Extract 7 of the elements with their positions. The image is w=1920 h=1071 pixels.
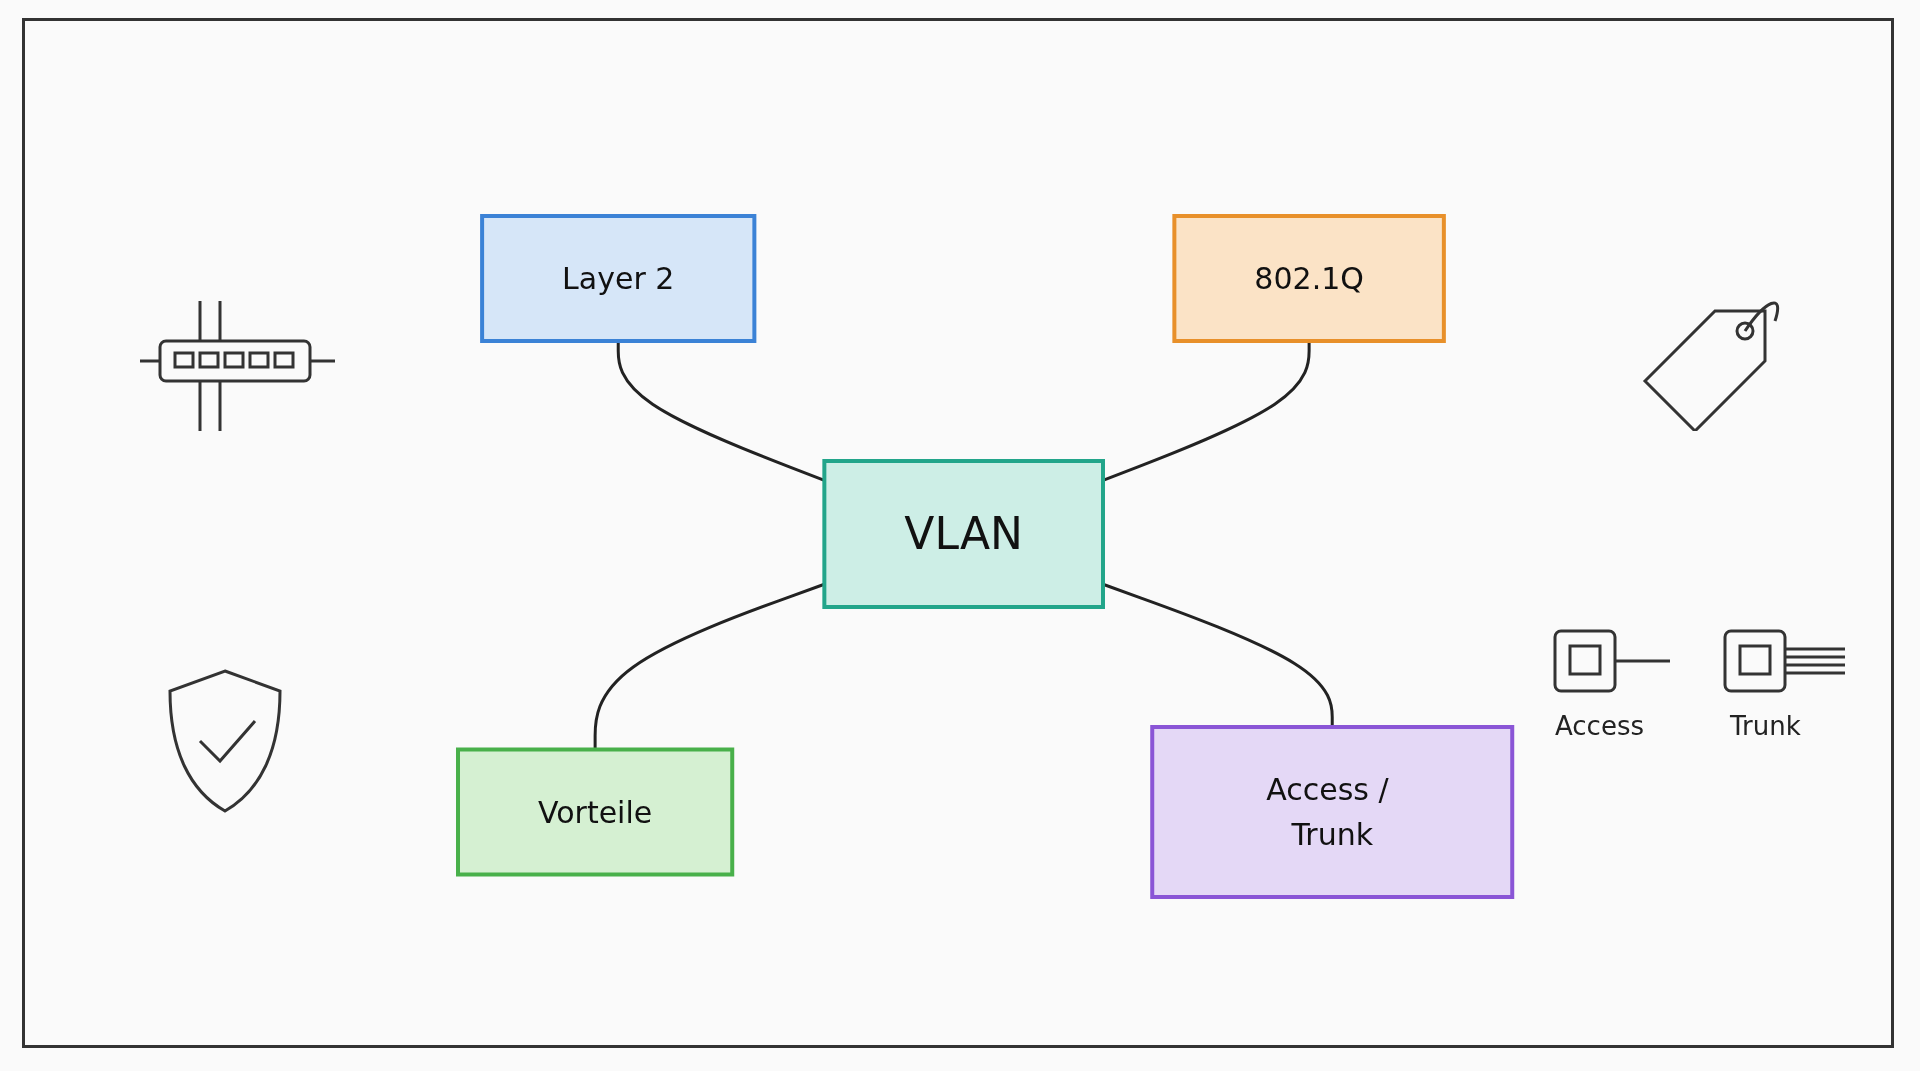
node-box: Access / Trunk	[1150, 724, 1515, 899]
port-label: Trunk	[1730, 711, 1801, 741]
port-label: Access	[1555, 711, 1644, 741]
node-box: VLAN	[822, 458, 1105, 609]
node-box: Vorteile	[455, 747, 735, 876]
node-box: Layer 2	[480, 213, 757, 343]
node-box: 802.1Q	[1172, 213, 1446, 343]
